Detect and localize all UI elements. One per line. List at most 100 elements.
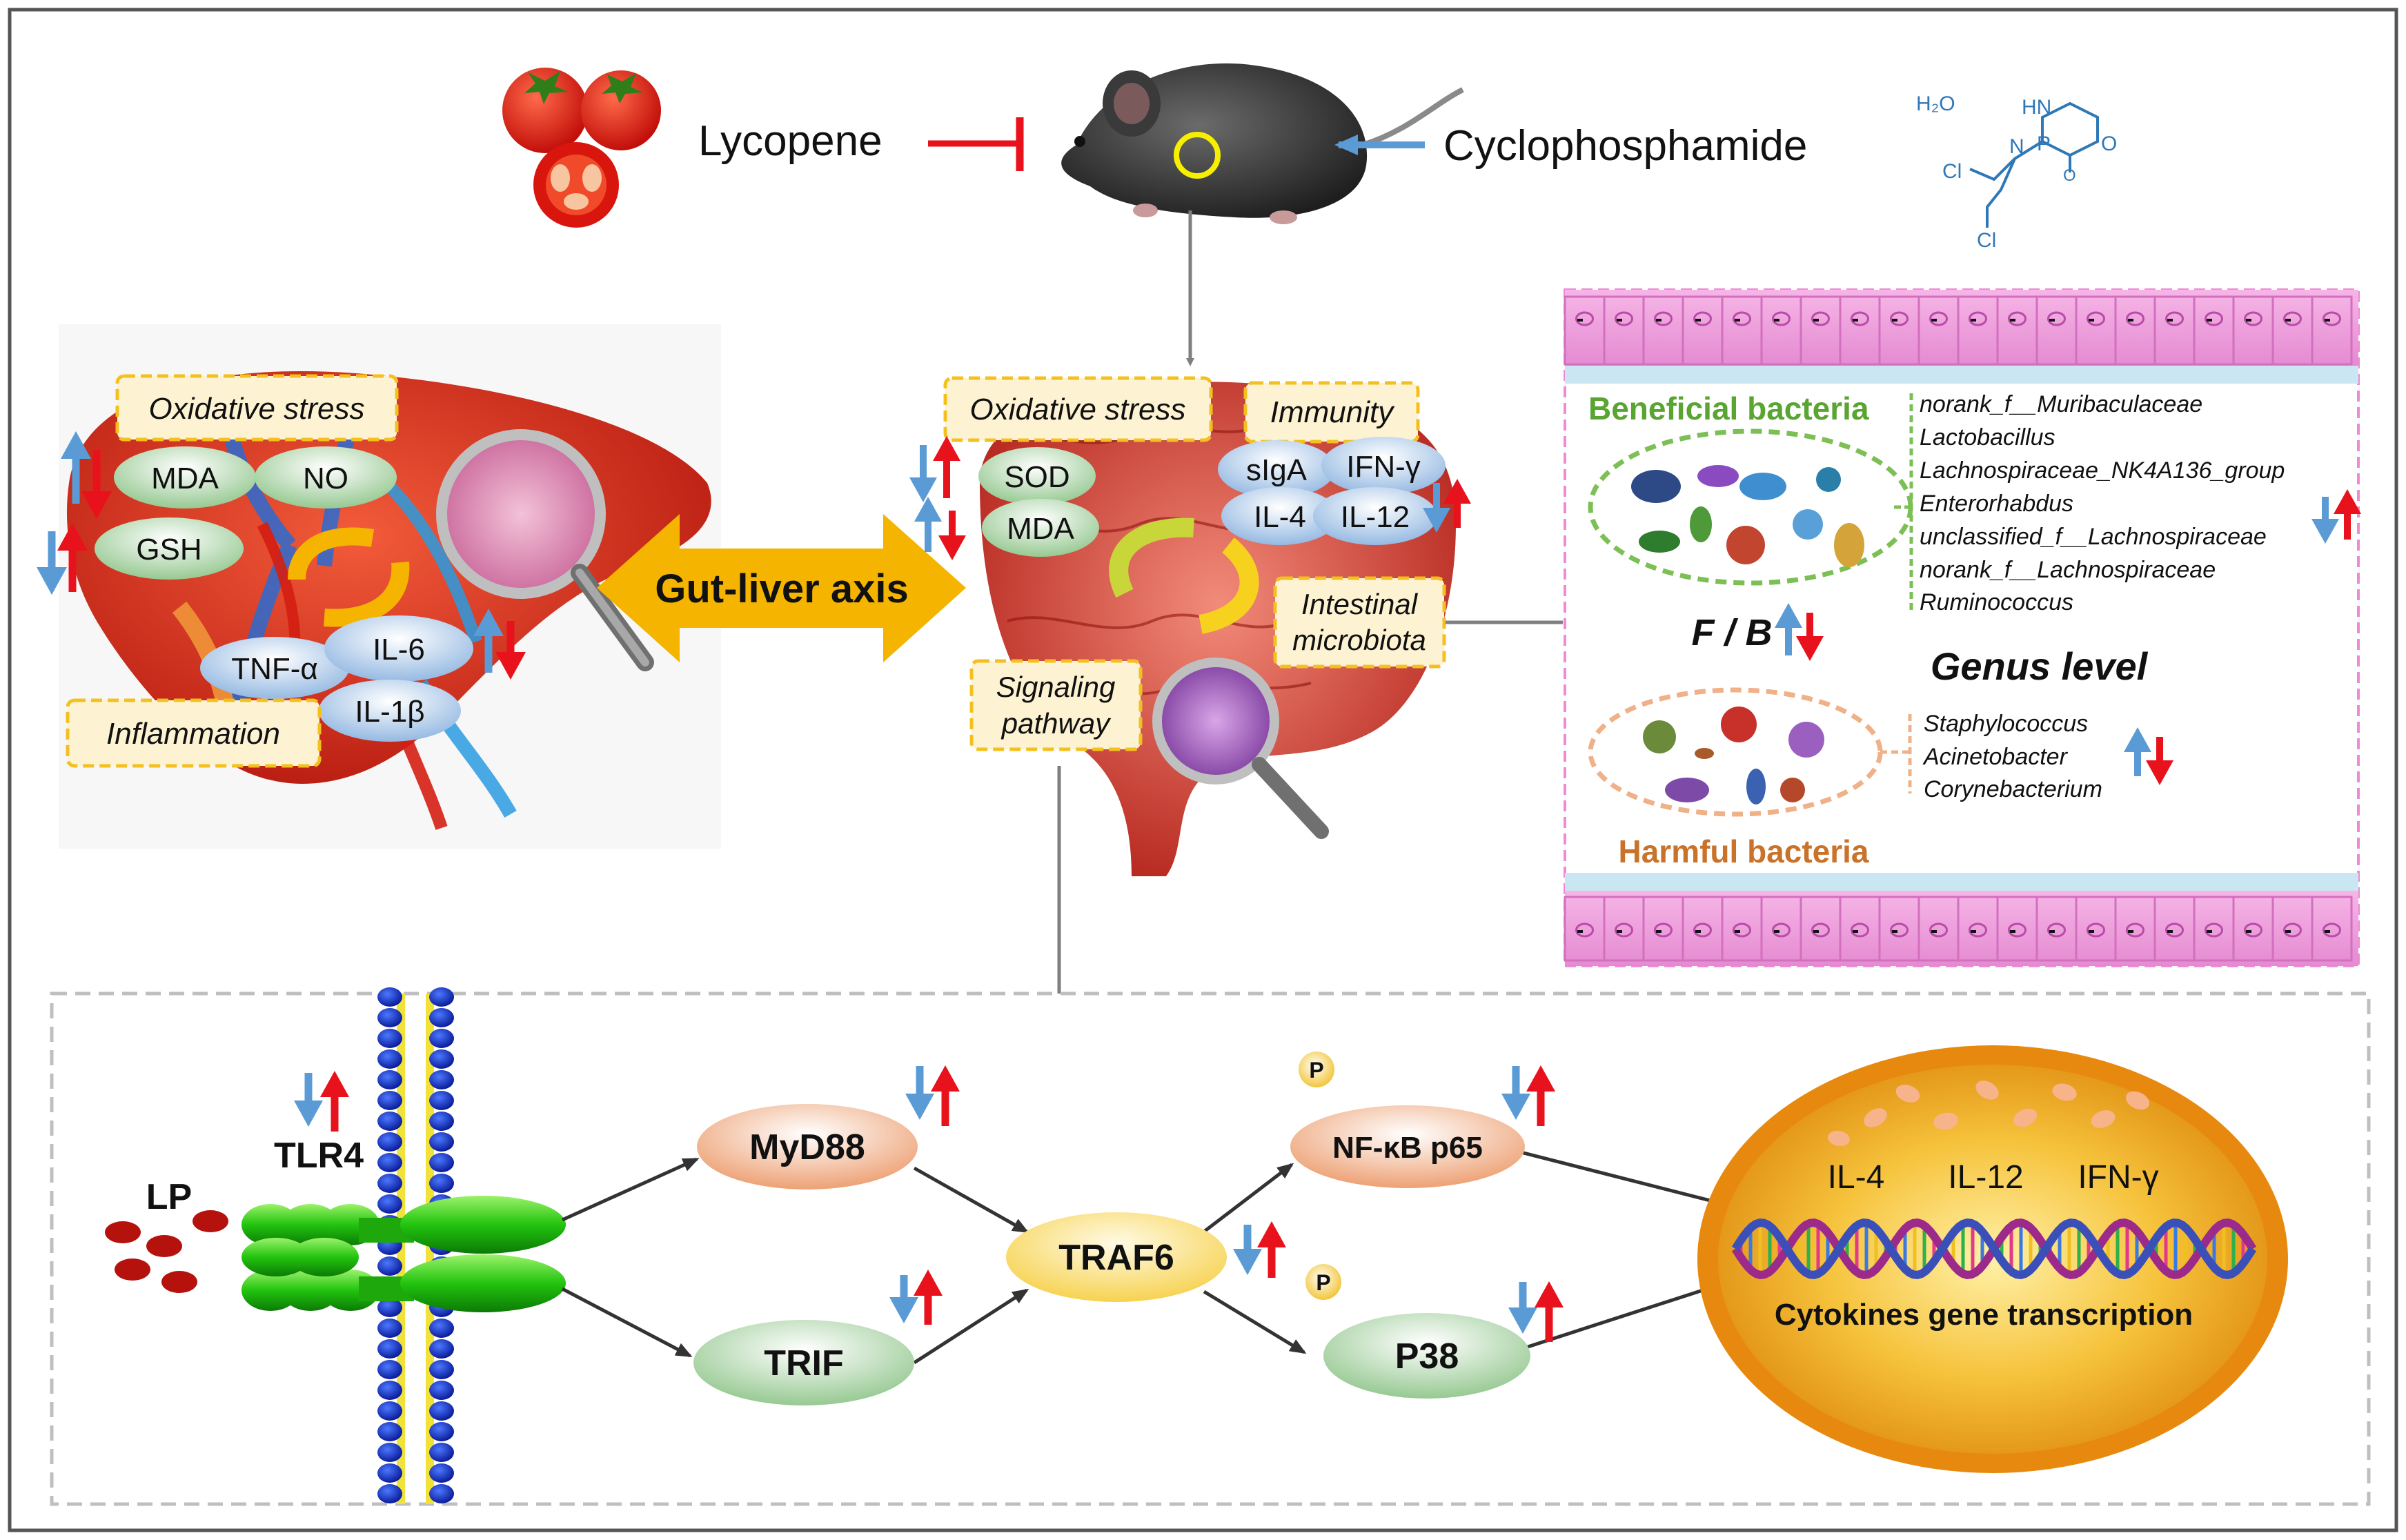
cytokine-particles (1828, 1080, 2150, 1147)
phospho-mark-1 (1299, 1052, 1334, 1087)
gut-siga-node (1218, 440, 1335, 498)
cell-nucleus (1890, 311, 1909, 326)
cell-nucleus (2205, 922, 2223, 938)
chem-o2: O (2063, 166, 2076, 185)
lp-label: LP (146, 1177, 192, 1217)
lipid-head (429, 1360, 454, 1379)
liver-updown-arrows (37, 431, 526, 680)
pathway-edges (561, 1143, 1759, 1365)
gut-microbiota-label-2: microbiota (1292, 624, 1426, 656)
cell-nucleus (1890, 922, 1909, 938)
gut-il4-node (1221, 487, 1339, 545)
lipid-head (429, 1132, 454, 1152)
cell-nucleus (1654, 922, 1673, 938)
gut-liver-axis-label: Gut-liver axis (655, 566, 908, 611)
microbiota-updown-arrows (1775, 489, 2361, 785)
cell-nucleus (2165, 922, 2184, 938)
cell-nucleus (2087, 311, 2105, 326)
gut-signaling-label-2: pathway (1000, 707, 1112, 740)
genus-level-label: Genus level (1931, 644, 2149, 688)
gut-immunity-label: Immunity (1270, 395, 1395, 429)
cell-nucleus (1969, 311, 1987, 326)
lipid-head (429, 1112, 454, 1131)
gut-magnifier-icon (1152, 658, 1329, 839)
liver-il6-label: IL-6 (373, 633, 425, 667)
lipid-head (377, 1008, 402, 1027)
dna-strand (1731, 1218, 2257, 1279)
fb-ratio-label: F / B (1692, 612, 1773, 653)
gut-microbiota-label-1: Intestinal (1301, 588, 1419, 620)
phospho-mark-2 (1305, 1264, 1341, 1300)
cell-nucleus (2047, 922, 2066, 938)
liver-il1b-label: IL-1β (355, 695, 424, 729)
gut-mda-node (982, 499, 1099, 557)
beneficial-bacteria-icons (1631, 465, 1864, 567)
gut-signaling-box (969, 659, 1143, 751)
beneficial-item: norank_f__Lachnospiraceae (1920, 557, 2216, 583)
lipid-head (429, 1049, 454, 1069)
harmful-item: Staphylococcus (1924, 711, 2088, 737)
cell-nucleus (2008, 311, 2027, 326)
liver-il1b-node (319, 680, 461, 742)
cell-nucleus (1811, 311, 1830, 326)
lipid-head (377, 1484, 402, 1503)
gut-il4-label: IL-4 (1254, 500, 1306, 534)
cell-nucleus (2205, 311, 2223, 326)
harmful-item: Corynebacterium (1924, 776, 2102, 802)
chem-hn: HN (2022, 96, 2051, 119)
cell-nucleus (1575, 922, 1594, 938)
cell-nucleus (2244, 311, 2262, 326)
chem-h2o: H₂O (1916, 92, 1955, 115)
trif-label: TRIF (764, 1343, 844, 1383)
beneficial-item: Ruminococcus (1920, 589, 2073, 615)
lipid-head (377, 1194, 402, 1214)
nucleus (1697, 1045, 2288, 1473)
gut-cycle-arrows (1109, 517, 1259, 634)
gut-il12-node (1313, 487, 1437, 545)
phospho-mark-2-label: P (1316, 1270, 1330, 1295)
lycopene-label: Lycopene (698, 117, 882, 165)
nucleus-il12-label: IL-12 (1948, 1159, 2023, 1196)
tomato-icon (581, 70, 661, 150)
harmful-item: Acinetobacter (1922, 744, 2069, 770)
cell-nucleus (1969, 922, 1987, 938)
cell-nucleus (1772, 311, 1791, 326)
beneficial-item: unclassified_f__Lachnospiraceae (1920, 524, 2267, 550)
cell-nucleus (2283, 311, 2302, 326)
dna-helix (1731, 1218, 2257, 1279)
sample-site-circle (1174, 132, 1221, 179)
cell-nucleus (2087, 922, 2105, 938)
liver-oxidative-stress-box (115, 374, 399, 442)
gut-mda-label: MDA (1007, 512, 1074, 546)
cell-nucleus (2126, 311, 2144, 326)
epithelium-bottom-cells (1564, 896, 2353, 962)
liver-no-node (255, 446, 397, 509)
cell-nucleus (1851, 922, 1869, 938)
tomato-group (502, 68, 661, 228)
lipid-head (429, 1319, 454, 1338)
pathway-panel (50, 991, 2371, 1506)
epithelial-cell (2311, 896, 2353, 962)
gut-ifng-node (1321, 437, 1446, 495)
chemical-structure (1969, 101, 2099, 228)
myd88-label: MyD88 (749, 1127, 865, 1167)
lipid-head (377, 1422, 402, 1441)
lipid-head (429, 987, 454, 1007)
tlr4-label: TLR4 (274, 1136, 364, 1176)
lipid-head (377, 1070, 402, 1089)
microbiota-panel (1564, 288, 2360, 967)
beneficial-bacteria-title: Beneficial bacteria (1588, 391, 1869, 426)
transcription-label: Cytokines gene transcription (1775, 1298, 2193, 1332)
cyclophosphamide-label: Cyclophosphamide (1443, 122, 1807, 170)
gut-sod-label: SOD (1004, 460, 1069, 494)
lipid-head (377, 1443, 402, 1462)
beneficial-item: Lactobacillus (1920, 424, 2055, 451)
tomato-icon (502, 68, 588, 153)
cell-nucleus (1929, 922, 1948, 938)
lipid-head (429, 1339, 454, 1359)
p38-label: P38 (1395, 1336, 1459, 1376)
myd88-node (697, 1104, 918, 1189)
lipid-head (377, 1381, 402, 1400)
cell-nucleus (2283, 922, 2302, 938)
gut-sod-node (978, 447, 1096, 505)
